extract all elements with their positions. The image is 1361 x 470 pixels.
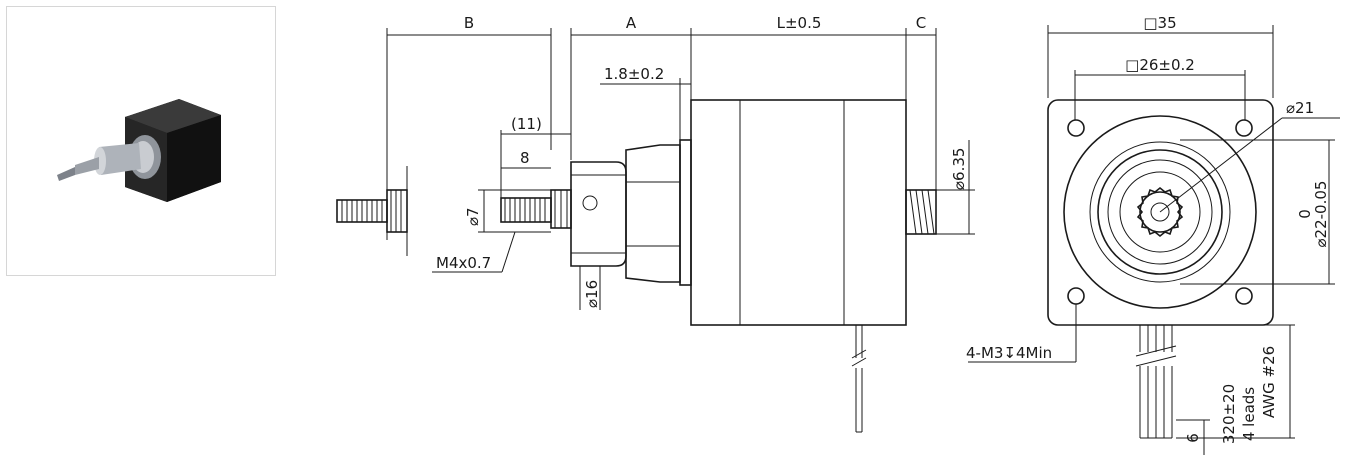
dim-thread-label: M4x0.7: [436, 254, 491, 272]
dim-nut-dia-label: ⌀7: [464, 207, 482, 226]
dimension-labels: B A L±0.5 C 1.8±0.2 (11) 8 ⌀7 M4x0.7 ⌀16…: [436, 14, 1330, 444]
dim-pilot-tol-upper-label: 0: [1296, 209, 1314, 219]
dim-mount-holes-label: 4-M3↧4Min: [966, 344, 1052, 362]
dim-b-label: B: [464, 14, 474, 32]
dim-shaft-dia-label: ⌀6.35: [950, 148, 968, 190]
dim-lead-count-label: 4 leads: [1240, 387, 1258, 441]
front-plate: [1047, 99, 1274, 326]
dim-c-label: C: [916, 14, 926, 32]
product-photo-card: [6, 6, 276, 276]
dim-strip-length-label: 6: [1184, 433, 1202, 443]
dim-square-label: □35: [1143, 14, 1176, 32]
stepper-motor-photo-icon: [57, 99, 221, 202]
dim-flange-step-label: 1.8±0.2: [604, 65, 664, 83]
dim-pilot-dia-label: ⌀21: [1286, 99, 1314, 117]
front-view: [968, 25, 1340, 455]
dim-nut-outer-label: (11): [511, 115, 542, 133]
lead-wires: [1135, 325, 1177, 439]
motor-body-outline: [690, 99, 907, 326]
dim-pilot-dia-tol-label: ⌀22-0.05: [1312, 181, 1330, 248]
dim-a-label: A: [626, 14, 637, 32]
dim-nut-label: 8: [520, 149, 530, 167]
dim-hole-spacing-label: □26±0.2: [1125, 56, 1195, 74]
dim-lead-gauge-label: AWG #26: [1260, 346, 1278, 418]
side-view: [336, 28, 975, 433]
dim-boss-dia-label: ⌀16: [583, 280, 601, 308]
dim-lead-length-label: 320±20: [1220, 384, 1238, 444]
dim-l-label: L±0.5: [777, 14, 822, 32]
